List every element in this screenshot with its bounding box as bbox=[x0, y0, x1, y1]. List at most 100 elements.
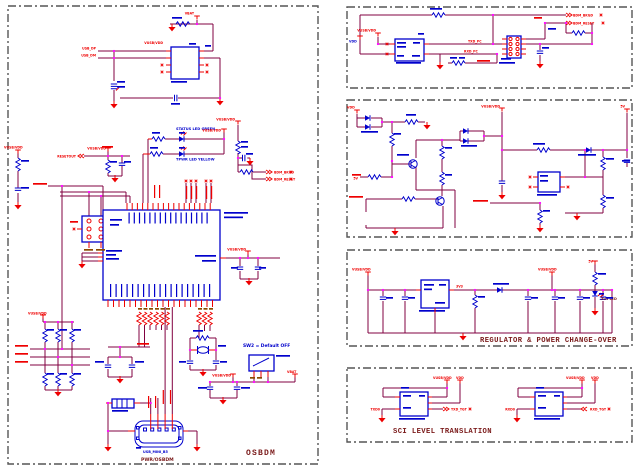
label-blob bbox=[408, 297, 415, 299]
net-label: VBAT bbox=[287, 370, 297, 374]
junction-dot bbox=[56, 355, 60, 359]
junction-dot bbox=[491, 42, 495, 46]
power-symbol bbox=[443, 379, 451, 384]
net-label: TXD_TGT bbox=[451, 408, 468, 412]
label-blob bbox=[124, 161, 131, 163]
rotated-label-blob bbox=[206, 186, 208, 199]
usb-phy-circuit: VBAT USB_DP USB_DM VUSB/VDD bbox=[81, 12, 221, 102]
net-label: USB_DM bbox=[81, 54, 96, 58]
box4-sci-translation: VUSB/VDD VDD VUSB/VDD VDD TXD_TGT RXD_TG… bbox=[371, 376, 607, 436]
rotated-label-blob bbox=[176, 284, 178, 297]
rotated-label-blob bbox=[192, 284, 194, 297]
label-blob bbox=[534, 418, 560, 420]
junction-dot bbox=[214, 348, 218, 352]
rotated-label-blob bbox=[190, 212, 193, 224]
label-blob bbox=[106, 258, 119, 260]
usb-connector-shell bbox=[134, 420, 184, 448]
power-symbol bbox=[220, 128, 228, 133]
junction-dot bbox=[500, 134, 504, 138]
net-label: 3V3 bbox=[456, 285, 463, 289]
label-blob bbox=[112, 410, 128, 412]
junction-dot bbox=[60, 347, 64, 351]
power-symbol bbox=[234, 120, 242, 125]
junction-dot bbox=[222, 137, 226, 141]
label-blob bbox=[257, 377, 262, 379]
label-blob bbox=[276, 355, 290, 357]
junction-dot bbox=[445, 386, 449, 390]
label-blob bbox=[478, 296, 485, 298]
net-label: USB_DP bbox=[82, 47, 97, 51]
x-mark bbox=[209, 179, 213, 183]
ground-symbol bbox=[422, 121, 432, 130]
sheet-title: OSBDM bbox=[246, 449, 276, 458]
label-blob bbox=[540, 180, 548, 182]
label-blob bbox=[70, 221, 78, 223]
net-label: TXD0 bbox=[371, 408, 381, 412]
x-mark bbox=[601, 21, 605, 25]
label-blob bbox=[606, 158, 614, 160]
label-blob bbox=[499, 62, 515, 64]
junction-dot bbox=[149, 401, 152, 405]
label-blob bbox=[150, 147, 158, 149]
net-label: VUSB/VDD bbox=[538, 268, 557, 272]
label-blob bbox=[60, 373, 67, 375]
label-blob bbox=[152, 132, 160, 134]
label-blob bbox=[399, 418, 425, 420]
resistor-array bbox=[202, 312, 206, 325]
junction-dot bbox=[106, 429, 110, 433]
junction-dot bbox=[553, 288, 557, 292]
junction-dot bbox=[366, 288, 370, 292]
sci-title: SCI LEVEL TRANSLATION bbox=[393, 428, 492, 436]
label-blob bbox=[205, 45, 211, 47]
rotated-label-blob bbox=[133, 212, 135, 224]
junction-dot bbox=[56, 320, 60, 324]
label-blob bbox=[397, 42, 406, 44]
label-blob bbox=[241, 387, 250, 389]
label-blob bbox=[224, 212, 248, 214]
label-blob bbox=[47, 329, 54, 331]
junction-dot bbox=[491, 13, 495, 17]
junction-dot bbox=[583, 175, 587, 179]
junction-dot bbox=[590, 42, 594, 46]
junction-dot bbox=[601, 288, 605, 292]
x-mark bbox=[205, 70, 209, 74]
rotated-label-blob bbox=[148, 396, 150, 408]
x-mark bbox=[72, 227, 76, 231]
x-mark bbox=[189, 179, 193, 183]
label-blob bbox=[21, 160, 29, 162]
label-blob bbox=[554, 395, 560, 397]
junction-dot bbox=[590, 31, 594, 35]
label-blob bbox=[193, 330, 203, 332]
label-blob bbox=[599, 293, 604, 295]
label-blob bbox=[195, 255, 216, 257]
net-label: VUSB/VDD bbox=[216, 118, 235, 122]
label-blob bbox=[74, 329, 81, 331]
junction-dot bbox=[106, 401, 110, 405]
label-blob bbox=[198, 308, 202, 310]
regulator-title: REGULATOR & POWER CHANGE-OVER bbox=[480, 337, 617, 345]
junction-dot bbox=[118, 355, 122, 359]
pullup-network: VUSB/VDD bbox=[28, 312, 90, 391]
label-blob bbox=[189, 43, 196, 45]
resistor-array bbox=[148, 312, 152, 325]
label-blob bbox=[361, 131, 378, 133]
usb-transceiver-ic bbox=[170, 46, 200, 80]
label-blob bbox=[84, 249, 93, 251]
junction-dot bbox=[87, 190, 91, 194]
power-symbol bbox=[353, 109, 361, 114]
status-led-circuit: STATUS LED GREEN TPWR LED YELLOW VUSB/VD… bbox=[142, 127, 225, 203]
label-blob bbox=[160, 308, 165, 310]
label-blob bbox=[21, 187, 29, 189]
power-symbol bbox=[456, 379, 464, 384]
label-blob bbox=[47, 373, 54, 375]
label-blob bbox=[606, 197, 614, 199]
junction-dot bbox=[208, 380, 212, 384]
x-mark bbox=[160, 63, 164, 67]
junction-dot bbox=[550, 288, 554, 292]
net-label: BDM_BKGD bbox=[274, 171, 294, 175]
label-blob bbox=[598, 273, 606, 275]
net-label: BDM_BKGD bbox=[573, 14, 593, 18]
label-blob bbox=[536, 387, 544, 389]
net-label: BDM_RESET bbox=[573, 22, 595, 26]
